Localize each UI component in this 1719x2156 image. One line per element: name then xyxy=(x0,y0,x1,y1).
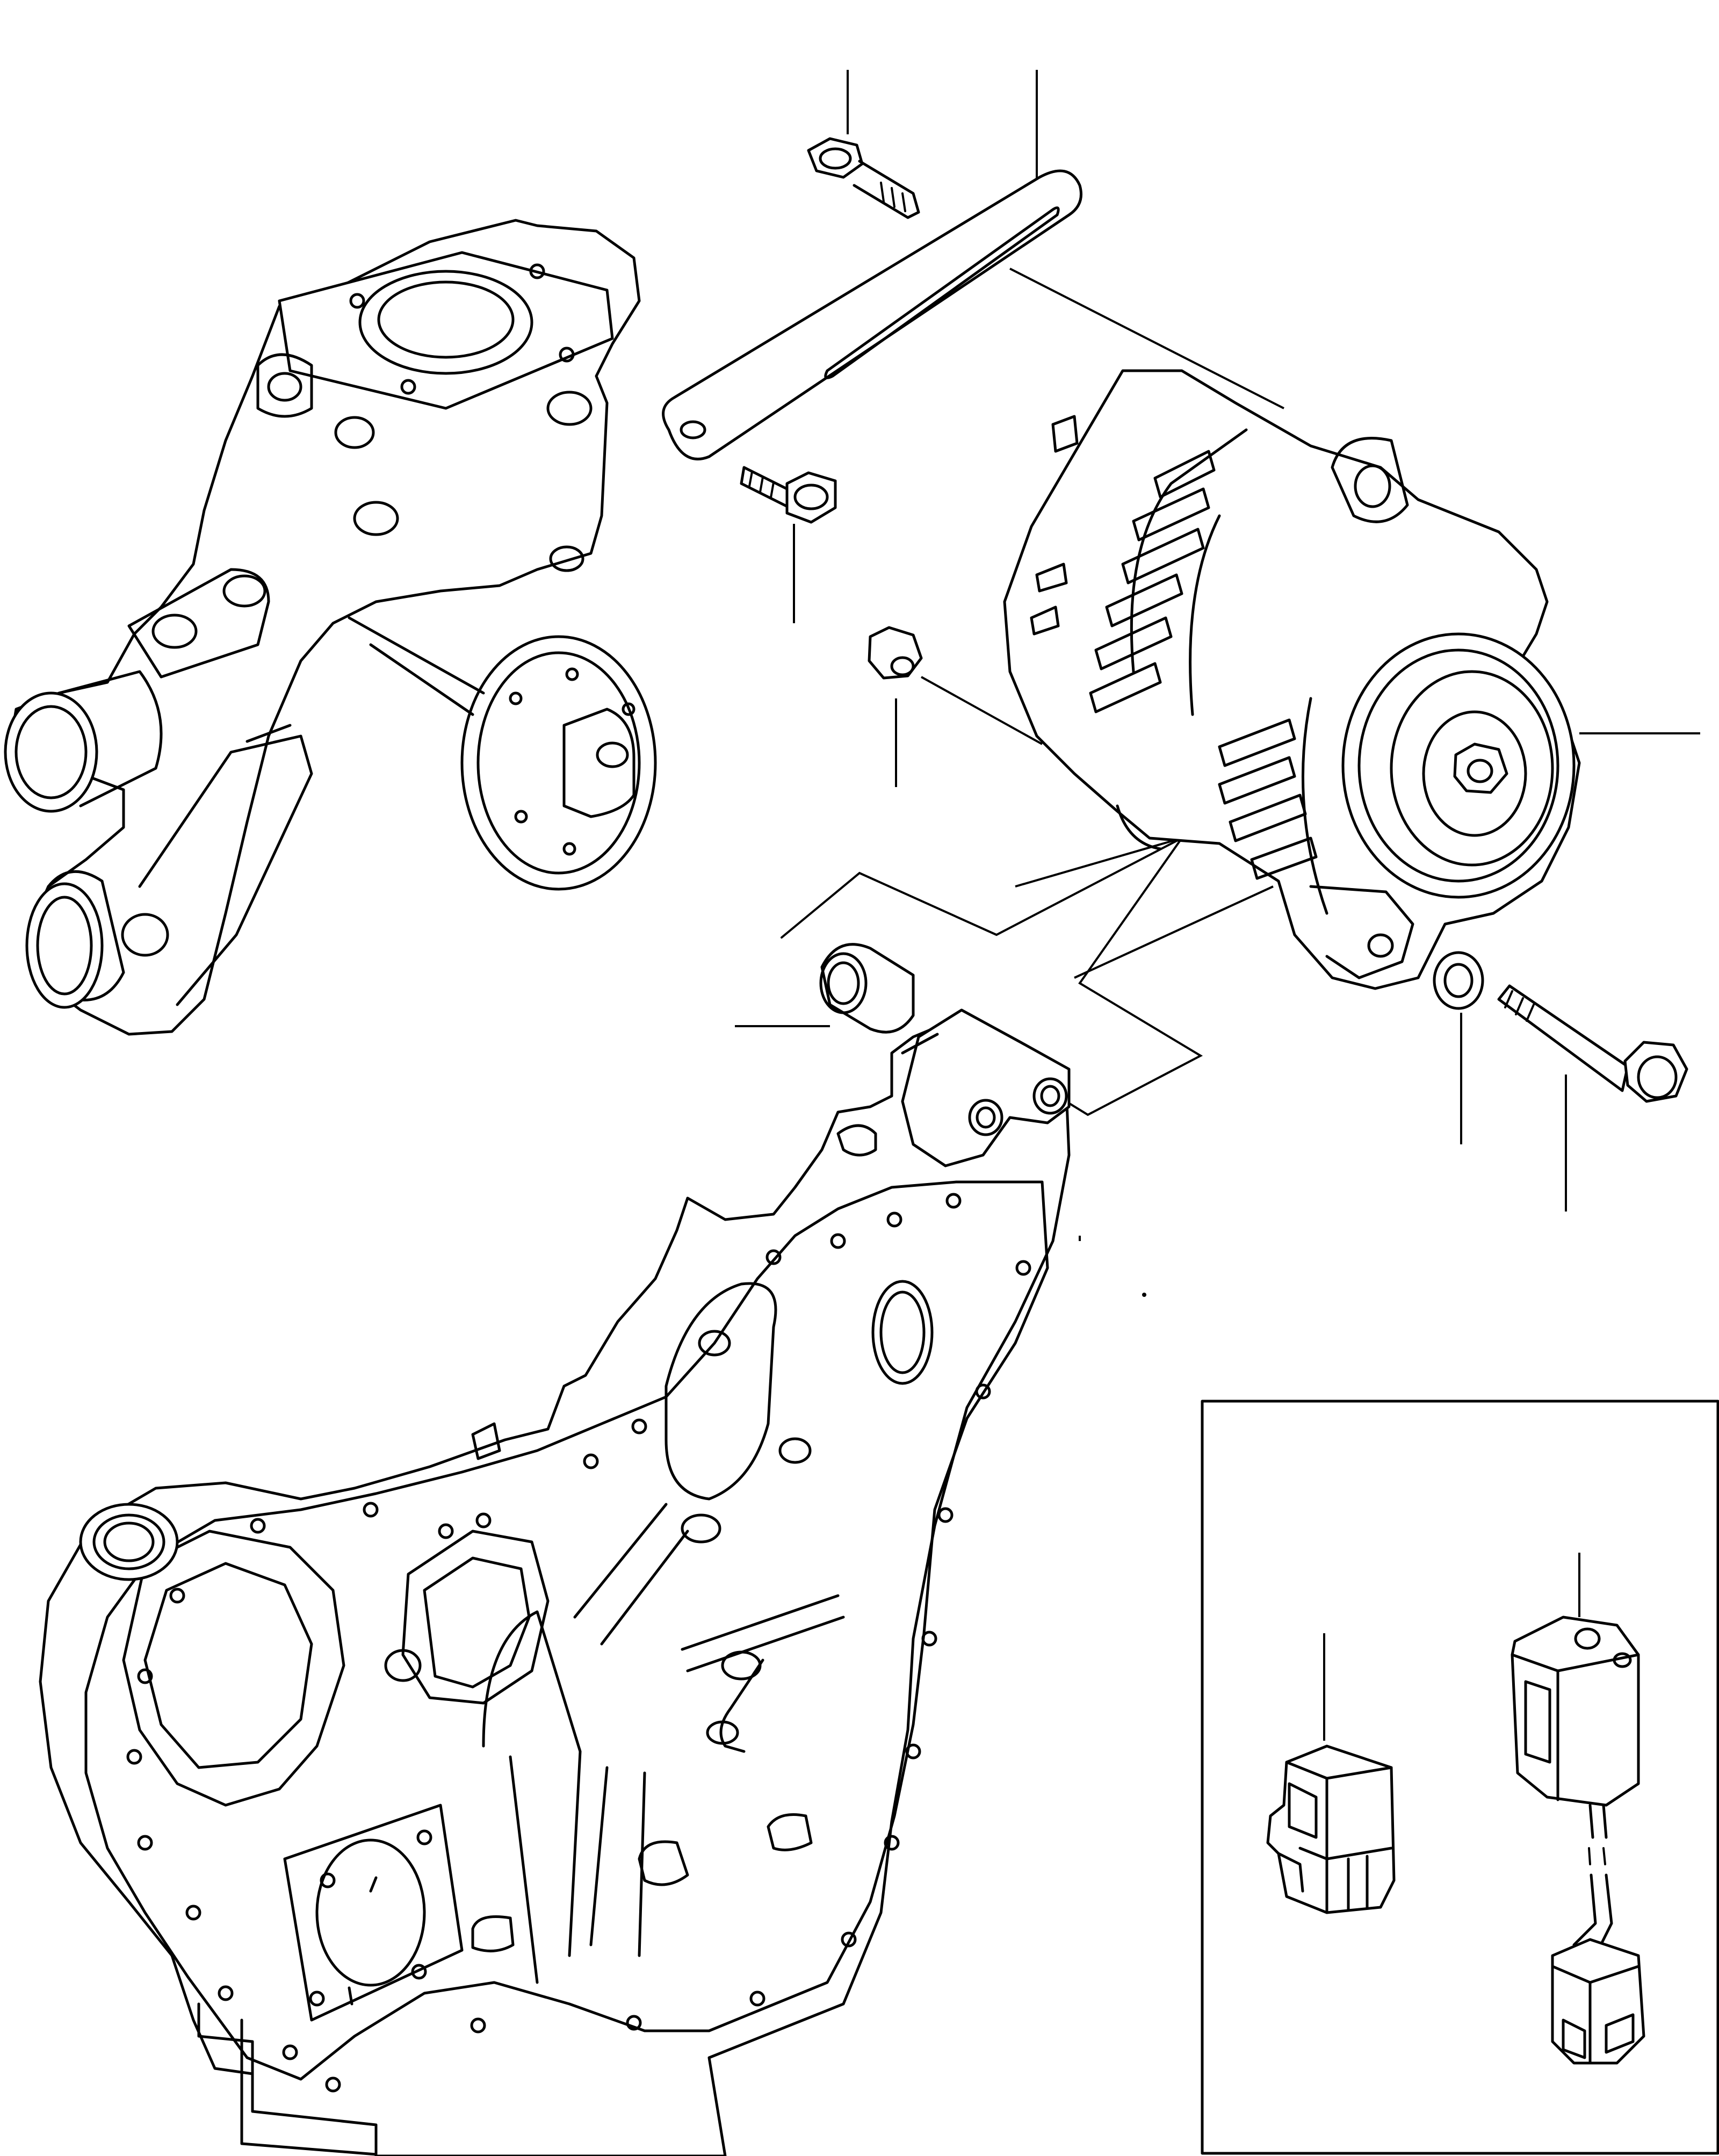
center-mark xyxy=(1142,1293,1146,1297)
nut xyxy=(868,626,923,680)
adjusting-bracket xyxy=(662,169,1082,460)
leader-cover-to-alternator-b xyxy=(1074,885,1274,979)
leader-nut-to-alternator xyxy=(921,676,1043,745)
inset-frame xyxy=(1201,1400,1719,2155)
bracket-bolt-upper xyxy=(807,137,920,219)
inset-box xyxy=(1201,1400,1719,2155)
washer xyxy=(1433,951,1484,1010)
pivot-bolt xyxy=(1497,984,1688,1103)
mounting-phantom-outline xyxy=(781,837,1203,1116)
bracket-bolt-lower xyxy=(740,466,837,524)
spacer-collar xyxy=(819,943,915,1034)
water-pump-thermostat-housing xyxy=(4,219,657,1036)
leader-cover-to-alternator-a xyxy=(1015,837,1182,888)
leader-lines xyxy=(735,70,1700,1741)
leader-bracket-to-alternator xyxy=(1009,268,1284,409)
alternator xyxy=(1003,369,1581,990)
regulator-module xyxy=(1511,1616,1645,2065)
timing-cover xyxy=(39,1008,1071,2156)
connector xyxy=(1266,1744,1396,1914)
